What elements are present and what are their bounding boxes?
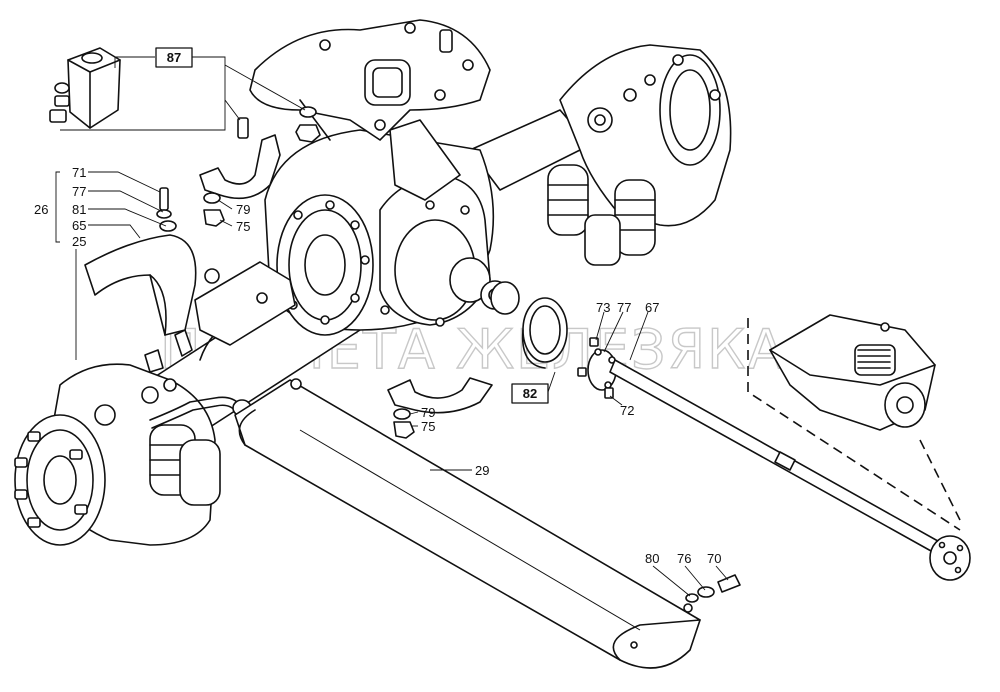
callout-72: 72 bbox=[620, 403, 634, 418]
shield-fasteners bbox=[156, 187, 177, 232]
callout-79b: 79 bbox=[421, 405, 435, 420]
callout-73: 73 bbox=[596, 300, 610, 315]
differential-unit bbox=[769, 314, 936, 431]
callout-76: 76 bbox=[677, 551, 691, 566]
lower-clamp-saddle bbox=[387, 377, 493, 439]
dashed-connector bbox=[747, 318, 961, 531]
left-wheel-end bbox=[14, 363, 221, 546]
callout-75b: 75 bbox=[421, 419, 435, 434]
callout-77b: 77 bbox=[617, 300, 631, 315]
callout-71: 71 bbox=[72, 165, 86, 180]
cover-fasteners bbox=[685, 574, 741, 603]
callout-87-text: 87 bbox=[167, 50, 181, 65]
rubber-pad bbox=[67, 47, 121, 129]
seal-ring bbox=[521, 297, 568, 369]
callout-70: 70 bbox=[707, 551, 721, 566]
propeller-shaft bbox=[609, 359, 971, 581]
callout-65: 65 bbox=[72, 218, 86, 233]
tube-cover bbox=[234, 378, 701, 669]
callout-75a: 75 bbox=[236, 219, 250, 234]
top-bolts bbox=[237, 106, 321, 143]
callout-81: 81 bbox=[72, 202, 86, 217]
upper-clamp-saddle bbox=[199, 134, 281, 227]
callout-82-text: 82 bbox=[523, 386, 537, 401]
callout-87: 87 bbox=[155, 47, 193, 68]
callout-82: 82 bbox=[511, 383, 549, 404]
callout-67: 67 bbox=[645, 300, 659, 315]
callout-77a: 77 bbox=[72, 184, 86, 199]
leader-lines bbox=[55, 56, 729, 597]
callout-25: 25 bbox=[72, 234, 86, 249]
dashed-connector-2 bbox=[919, 439, 961, 521]
callout-29: 29 bbox=[475, 463, 489, 478]
pad-fasteners bbox=[49, 82, 70, 123]
callout-79a: 79 bbox=[236, 202, 250, 217]
flange-yoke bbox=[490, 281, 617, 391]
right-wheel-end bbox=[547, 44, 732, 266]
callout-26: 26 bbox=[34, 202, 48, 217]
left-actuator bbox=[144, 261, 296, 373]
callout-80: 80 bbox=[645, 551, 659, 566]
rubber-shield bbox=[84, 234, 197, 336]
